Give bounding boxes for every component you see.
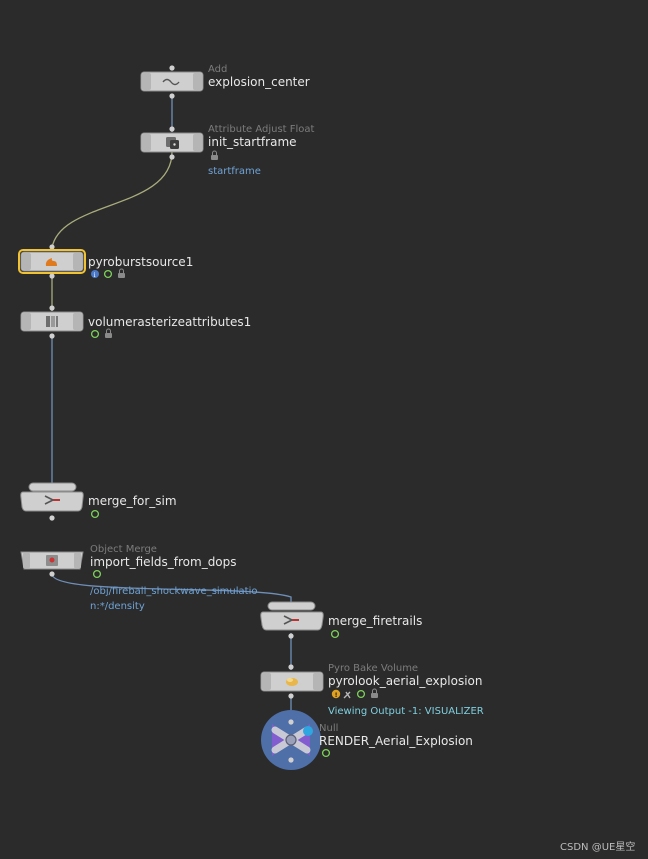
output-port[interactable]: [169, 93, 175, 99]
node-type-label: Object Merge: [90, 544, 157, 555]
lock-icon[interactable]: [211, 150, 218, 160]
node-name[interactable]: explosion_center: [208, 75, 310, 89]
node-name[interactable]: import_fields_from_dops: [90, 555, 237, 569]
node-type-label: Pyro Bake Volume: [328, 663, 418, 674]
output-port[interactable]: [49, 333, 55, 339]
node-type-label: Add: [208, 64, 227, 75]
input-port[interactable]: [288, 719, 294, 725]
node-body[interactable]: [140, 71, 204, 92]
lock-icon[interactable]: [371, 688, 378, 698]
template-flag-icon[interactable]: [103, 269, 113, 279]
svg-text:i: i: [94, 272, 96, 279]
display-flag[interactable]: [193, 73, 202, 90]
node-parameter-readout-line2: n:*/density: [90, 601, 145, 612]
node-merge-firetrails[interactable]: merge_firetrails: [260, 601, 423, 639]
node-name[interactable]: RENDER_Aerial_Explosion: [319, 734, 473, 748]
merge-icon: [283, 615, 299, 625]
node-name[interactable]: merge_firetrails: [328, 614, 422, 628]
display-flag[interactable]: [73, 253, 82, 270]
bake-icon: [286, 678, 298, 686]
bypass-flag[interactable]: [23, 553, 30, 568]
bypass-flag[interactable]: [22, 313, 31, 330]
template-flag-icon[interactable]: [90, 509, 100, 519]
bypass-flag[interactable]: [142, 73, 151, 90]
wave-icon: [162, 78, 180, 86]
node-name[interactable]: init_startframe: [208, 135, 297, 149]
node-parameter-readout-line1: /obj/fireball_shockwave_simulatio: [90, 586, 257, 597]
watermark-text: CSDN @UE星空: [560, 840, 635, 853]
tools-icon[interactable]: [343, 691, 351, 699]
node-volumerasterizeattributes1[interactable]: volumerasterizeattributes1: [20, 305, 251, 339]
selection-outline: [18, 249, 86, 274]
display-flag[interactable]: [73, 313, 82, 330]
svg-text:!: !: [335, 691, 338, 699]
template-flag-icon[interactable]: [330, 629, 340, 639]
wires: [51, 97, 292, 720]
wire-import-fields-to-merge-firetrails[interactable]: [51, 573, 292, 606]
input-port[interactable]: [169, 126, 175, 132]
template-flag-icon[interactable]: [90, 329, 100, 339]
node-parameter-readout: startframe: [208, 166, 261, 177]
viewing-output-status: Viewing Output -1: VISUALIZER: [328, 706, 484, 717]
cloud-icon: [46, 316, 58, 327]
input-port[interactable]: [169, 65, 175, 71]
node-pyrolook-aerial-explosion[interactable]: Pyro Bake Volume pyrolook_aerial_explosi…: [260, 663, 484, 717]
bypass-flag[interactable]: [262, 673, 271, 690]
output-port[interactable]: [288, 757, 294, 763]
node-pyroburstsource1[interactable]: pyroburstsource1 i: [18, 244, 193, 279]
template-flag-icon[interactable]: [321, 748, 331, 758]
wire-init-startframe-to-pyroburstsource[interactable]: [51, 151, 173, 249]
node-name[interactable]: volumerasterizeattributes1: [88, 315, 251, 329]
node-body[interactable]: [20, 491, 84, 512]
output-port[interactable]: [169, 154, 175, 160]
merge-input-bar[interactable]: [28, 482, 77, 492]
warning-icon[interactable]: !: [331, 689, 341, 699]
output-port[interactable]: [49, 515, 55, 521]
flame-icon: [45, 258, 57, 266]
node-explosion-center[interactable]: Add explosion_center: [140, 64, 310, 99]
object-merge-icon: [46, 555, 58, 566]
node-merge-for-sim[interactable]: merge_for_sim: [20, 482, 177, 521]
node-type-label: Null: [319, 723, 338, 734]
info-icon[interactable]: i: [91, 270, 99, 279]
input-port[interactable]: [49, 244, 55, 250]
lock-icon[interactable]: [118, 268, 125, 278]
display-flag[interactable]: [74, 553, 81, 568]
output-port[interactable]: [288, 693, 294, 699]
dice-icon: [166, 137, 179, 149]
bypass-flag[interactable]: [22, 253, 31, 270]
node-type-label: Attribute Adjust Float: [208, 124, 315, 135]
node-init-startframe[interactable]: Attribute Adjust Float init_startframe s…: [140, 124, 315, 177]
output-port[interactable]: [288, 633, 294, 639]
display-flag[interactable]: [313, 673, 322, 690]
node-import-fields-from-dops[interactable]: Object Merge import_fields_from_dops /ob…: [20, 544, 257, 612]
output-port[interactable]: [49, 273, 55, 279]
null-icon: [271, 724, 313, 756]
merge-input-bar[interactable]: [267, 601, 316, 611]
input-port[interactable]: [288, 664, 294, 670]
template-flag-icon[interactable]: [92, 569, 102, 579]
lock-icon[interactable]: [105, 328, 112, 338]
display-flag[interactable]: [193, 134, 202, 151]
merge-icon: [44, 495, 60, 505]
node-name[interactable]: pyroburstsource1: [88, 255, 193, 269]
template-flag-icon[interactable]: [356, 689, 366, 699]
input-port[interactable]: [49, 305, 55, 311]
output-port[interactable]: [49, 571, 55, 577]
bypass-flag[interactable]: [142, 134, 151, 151]
node-name[interactable]: merge_for_sim: [88, 494, 177, 508]
node-render-aerial-explosion[interactable]: Null RENDER_Aerial_Explosion: [261, 710, 473, 770]
node-name[interactable]: pyrolook_aerial_explosion: [328, 674, 483, 688]
